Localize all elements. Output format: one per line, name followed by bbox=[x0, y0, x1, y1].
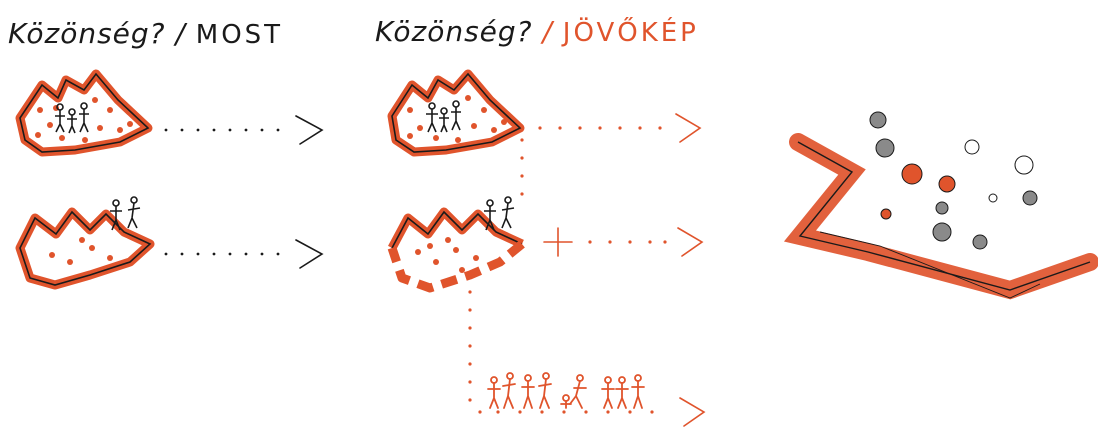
people-now-outside bbox=[110, 196, 141, 231]
arrow-now-1 bbox=[164, 115, 324, 145]
title-now-question: Közönség? bbox=[8, 17, 166, 50]
house-future-open bbox=[387, 196, 525, 293]
title-future-tag: JÖVŐKÉP bbox=[562, 18, 699, 48]
people-now-full bbox=[55, 102, 89, 134]
plan-sketch bbox=[783, 111, 1098, 300]
title-future-question: Közönség? bbox=[375, 15, 533, 48]
title-now-tag: MOST bbox=[195, 20, 284, 50]
title-now-separator: / bbox=[175, 17, 186, 50]
plan-grey-dots bbox=[869, 111, 1038, 250]
arrow-now-2 bbox=[164, 239, 324, 269]
title-future: Közönség? / JÖVŐKÉP bbox=[375, 15, 699, 48]
title-now: Közönség? / MOST bbox=[8, 17, 284, 50]
crowd-future bbox=[487, 372, 645, 409]
house-now-empty bbox=[15, 196, 155, 290]
house-future-full bbox=[387, 69, 525, 157]
arrow-future-1 bbox=[538, 113, 702, 143]
house-now-full bbox=[15, 69, 153, 157]
connector-vertical bbox=[468, 138, 524, 402]
plan-white-dots bbox=[964, 139, 1034, 203]
arrow-future-3 bbox=[478, 397, 706, 427]
title-future-separator: / bbox=[542, 15, 553, 48]
plan-red-dots bbox=[880, 163, 956, 220]
arrow-future-2 bbox=[543, 227, 704, 257]
house-now-full-dots bbox=[35, 97, 133, 143]
